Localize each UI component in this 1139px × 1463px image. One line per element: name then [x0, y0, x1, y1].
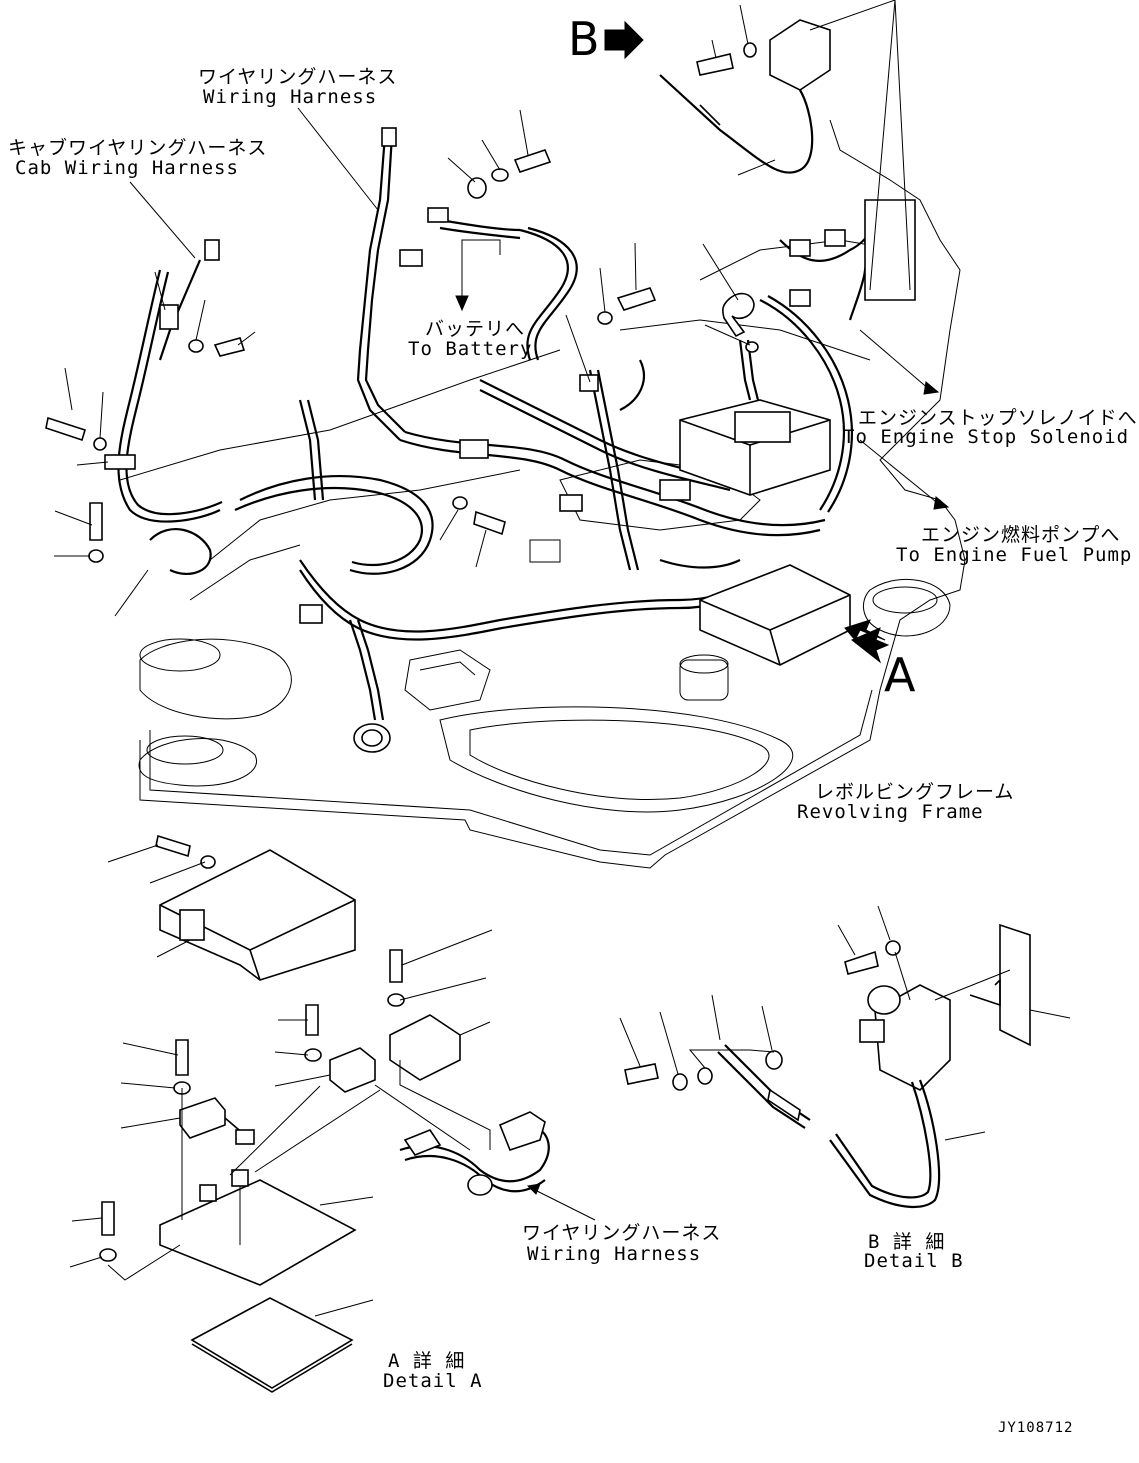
connector [459, 439, 489, 459]
leader-lines-detail-a [69, 844, 596, 1317]
bracket [999, 923, 1031, 1047]
connector [789, 239, 811, 257]
relay-block [679, 399, 831, 496]
view-marker-b: B [568, 12, 600, 66]
to-battery-en: To Battery [408, 338, 533, 360]
relay-small [329, 1047, 376, 1093]
top-assembly-components [45, 19, 916, 753]
connector [204, 239, 220, 261]
controller-box-detail-a [159, 849, 356, 981]
connector [789, 289, 811, 307]
connector [559, 494, 583, 512]
cab-wiring-harness-en: Cab Wiring Harness [15, 157, 239, 179]
connector [381, 127, 397, 147]
connector [579, 374, 599, 392]
clamp [104, 454, 136, 470]
detail-b-en: Detail B [864, 1250, 964, 1272]
connector [399, 249, 423, 267]
connector [427, 207, 449, 223]
connector [299, 604, 323, 624]
revolving-frame-en: Revolving Frame [797, 801, 984, 823]
cab-wiring-harness-jp: キャブワイヤリングハーネス [8, 137, 268, 159]
view-arrows [851, 627, 890, 664]
engine-stop-solenoid-en: To Engine Stop Solenoid [843, 426, 1130, 448]
horn [353, 723, 391, 753]
wiring-harness-top-jp: ワイヤリングハーネス [198, 66, 398, 88]
revolving-frame-jp: レボルビングフレーム [815, 781, 1015, 803]
wiring-harness-bottom-jp: ワイヤリングハーネス [522, 1222, 722, 1244]
engine-fuel-pump-jp: エンジン燃料ポンプへ [921, 524, 1121, 546]
drawing-code: JY108712 [998, 1420, 1074, 1436]
detail-b-jp: B 詳 細 [868, 1231, 946, 1253]
clamp [159, 304, 179, 330]
connector [659, 479, 691, 501]
leader-lines-top [54, 0, 950, 641]
to-battery-jp: バッテリへ [425, 318, 526, 340]
wiring-harness-top-en: Wiring Harness [203, 86, 378, 108]
resistor-unit [179, 1097, 226, 1139]
engine-fuel-pump-en: To Engine Fuel Pump [896, 544, 1133, 566]
detail-a-jp: A 詳 細 [388, 1350, 466, 1372]
relay-unit [389, 1014, 461, 1081]
view-marker-a: A [884, 648, 916, 702]
wiring-harness-bottom-en: Wiring Harness [527, 1243, 702, 1265]
connector [824, 229, 846, 247]
bolt-parts-top [45, 42, 759, 563]
detail-a-parts [99, 834, 550, 1393]
leader-lines-detail-b [619, 905, 1071, 1141]
engine-stop-solenoid-jp: エンジンストップソレノイドへ [858, 407, 1138, 429]
mounting-plate [159, 1179, 357, 1286]
detail-a-en: Detail A [383, 1370, 483, 1392]
detail-b-parts [624, 923, 1031, 1209]
fuse-box [734, 411, 791, 443]
cover-sheet [190, 1297, 354, 1389]
revolving-frame-outline [119, 119, 966, 869]
